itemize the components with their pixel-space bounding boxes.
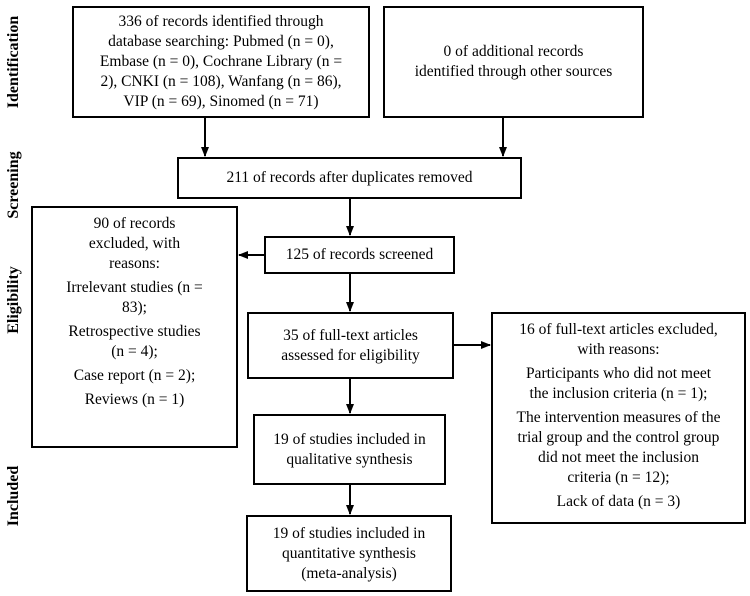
records-excluded-line: Retrospective studies bbox=[68, 323, 201, 340]
fulltext-excluded-line: with reasons: bbox=[577, 341, 660, 358]
fulltext-excluded-line: 16 of full-text articles excluded, bbox=[519, 321, 718, 338]
additional-records-line: 0 of additional records bbox=[443, 43, 584, 60]
records-excluded-box: 90 of records excluded, with reasons: Ir… bbox=[31, 206, 238, 448]
fulltext-excluded-line: trial group and the control group bbox=[517, 429, 720, 446]
fulltext-assessed-line: 35 of full-text articles bbox=[283, 326, 418, 344]
records-excluded-line: reasons: bbox=[109, 255, 160, 272]
fulltext-excluded-box: 16 of full-text articles excluded, with … bbox=[491, 312, 746, 524]
after-duplicates-line: 211 of records after duplicates removed bbox=[226, 169, 473, 186]
records-screened-box: 125 of records screened bbox=[264, 236, 455, 274]
qualitative-synthesis-box: 19 of studies included in qualitative sy… bbox=[253, 414, 446, 485]
fulltext-assessed-line: assessed for eligibility bbox=[281, 346, 420, 364]
quantitative-synthesis-line: 19 of studies included in bbox=[272, 524, 426, 542]
qualitative-synthesis-line: qualitative synthesis bbox=[286, 450, 413, 468]
records-excluded-line: 90 of records bbox=[93, 215, 176, 232]
fulltext-excluded-line: criteria (n = 12); bbox=[567, 469, 670, 486]
fulltext-excluded-line: did not meet the inclusion bbox=[537, 449, 699, 466]
fulltext-excluded-line: The intervention measures of the bbox=[516, 409, 721, 426]
additional-records-box: 0 of additional records identified throu… bbox=[383, 6, 644, 118]
fulltext-excluded-line: the inclusion criteria (n = 1); bbox=[529, 385, 708, 402]
additional-records-line: identified through other sources bbox=[414, 63, 613, 80]
fulltext-excluded-line: Lack of data (n = 3) bbox=[556, 493, 681, 510]
fulltext-excluded-line: Participants who did not meet bbox=[525, 365, 712, 382]
quantitative-synthesis-line: quantitative synthesis bbox=[282, 544, 416, 562]
records-excluded-line: 83); bbox=[122, 299, 147, 316]
records-excluded-line: Case report (n = 2); bbox=[73, 367, 196, 384]
database-records-line: database searching: Pubmed (n = 0), bbox=[108, 33, 334, 50]
records-screened-line: 125 of records screened bbox=[285, 246, 434, 263]
database-records-line: 336 of records identified through bbox=[118, 13, 324, 30]
database-records-line: VIP (n = 69), Sinomed (n = 71) bbox=[123, 93, 319, 110]
database-records-box: 336 of records identified through databa… bbox=[72, 6, 370, 118]
quantitative-synthesis-line: (meta-analysis) bbox=[301, 564, 397, 582]
database-records-line: Embase (n = 0), Cochrane Library (n = bbox=[99, 53, 343, 70]
qualitative-synthesis-line: 19 of studies included in bbox=[273, 430, 426, 448]
fulltext-assessed-box: 35 of full-text articles assessed for el… bbox=[247, 312, 454, 379]
database-records-line: 2), CNKI (n = 108), Wanfang (n = 86), bbox=[100, 73, 342, 90]
records-excluded-line: excluded, with bbox=[88, 235, 181, 252]
quantitative-synthesis-box: 19 of studies included in quantitative s… bbox=[246, 515, 452, 592]
records-excluded-line: Irrelevant studies (n = bbox=[66, 279, 203, 296]
records-excluded-line: (n = 4); bbox=[111, 343, 158, 360]
records-excluded-line: Reviews (n = 1) bbox=[84, 391, 185, 408]
after-duplicates-box: 211 of records after duplicates removed bbox=[177, 157, 522, 199]
